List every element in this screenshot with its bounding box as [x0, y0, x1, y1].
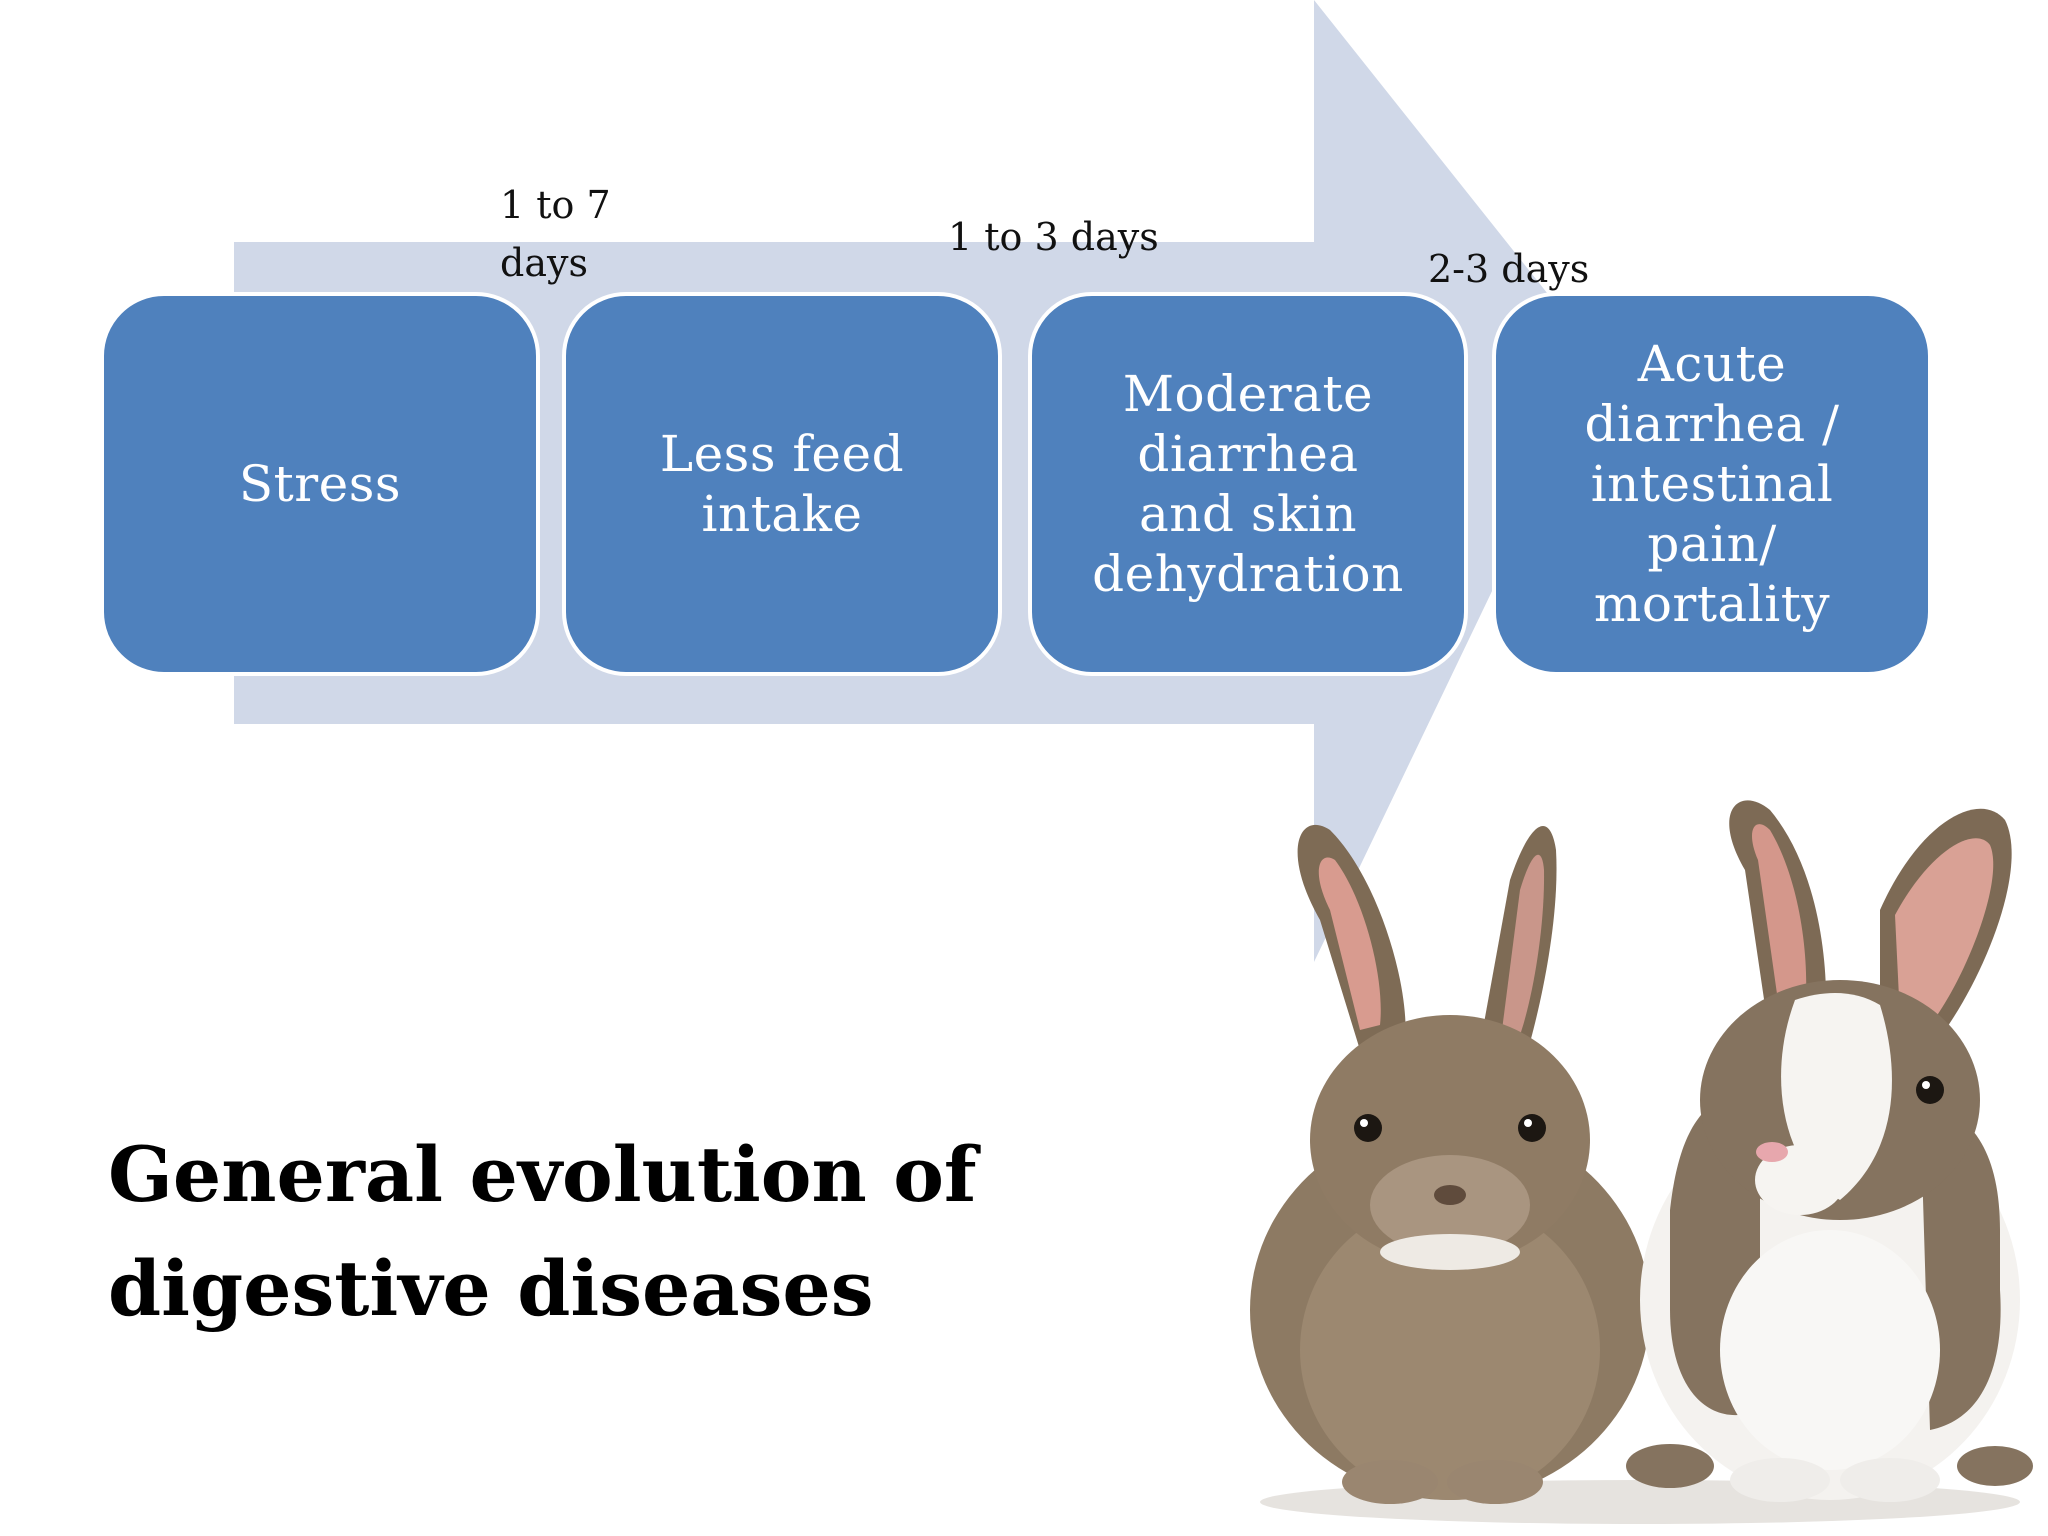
left-rabbit — [1250, 824, 1650, 1504]
right-rabbit — [1626, 800, 2033, 1502]
duration-label-3: 2-3 days — [1428, 247, 1590, 291]
step-box-stress: Stress — [100, 292, 540, 676]
step-box-moderate-diarrhea: Moderate diarrhea and skin dehydration — [1028, 292, 1468, 676]
slide-title: General evolution of digestive diseases — [108, 1130, 977, 1333]
step-label: Stress — [238, 455, 402, 513]
rabbits-image — [1250, 800, 2033, 1524]
step-box-acute-diarrhea: Acute diarrhea / intestinal pain/ mortal… — [1492, 292, 1932, 676]
step-label: Acute diarrhea / intestinal pain/ mortal… — [1584, 335, 1840, 633]
duration-label-1: 1 to 7 days — [500, 183, 611, 285]
duration-label-2: 1 to 3 days — [948, 215, 1159, 259]
step-box-less-feed-intake: Less feed intake — [562, 292, 1002, 676]
step-label: Moderate diarrhea and skin dehydration — [1092, 365, 1404, 603]
step-label: Less feed intake — [659, 425, 905, 543]
